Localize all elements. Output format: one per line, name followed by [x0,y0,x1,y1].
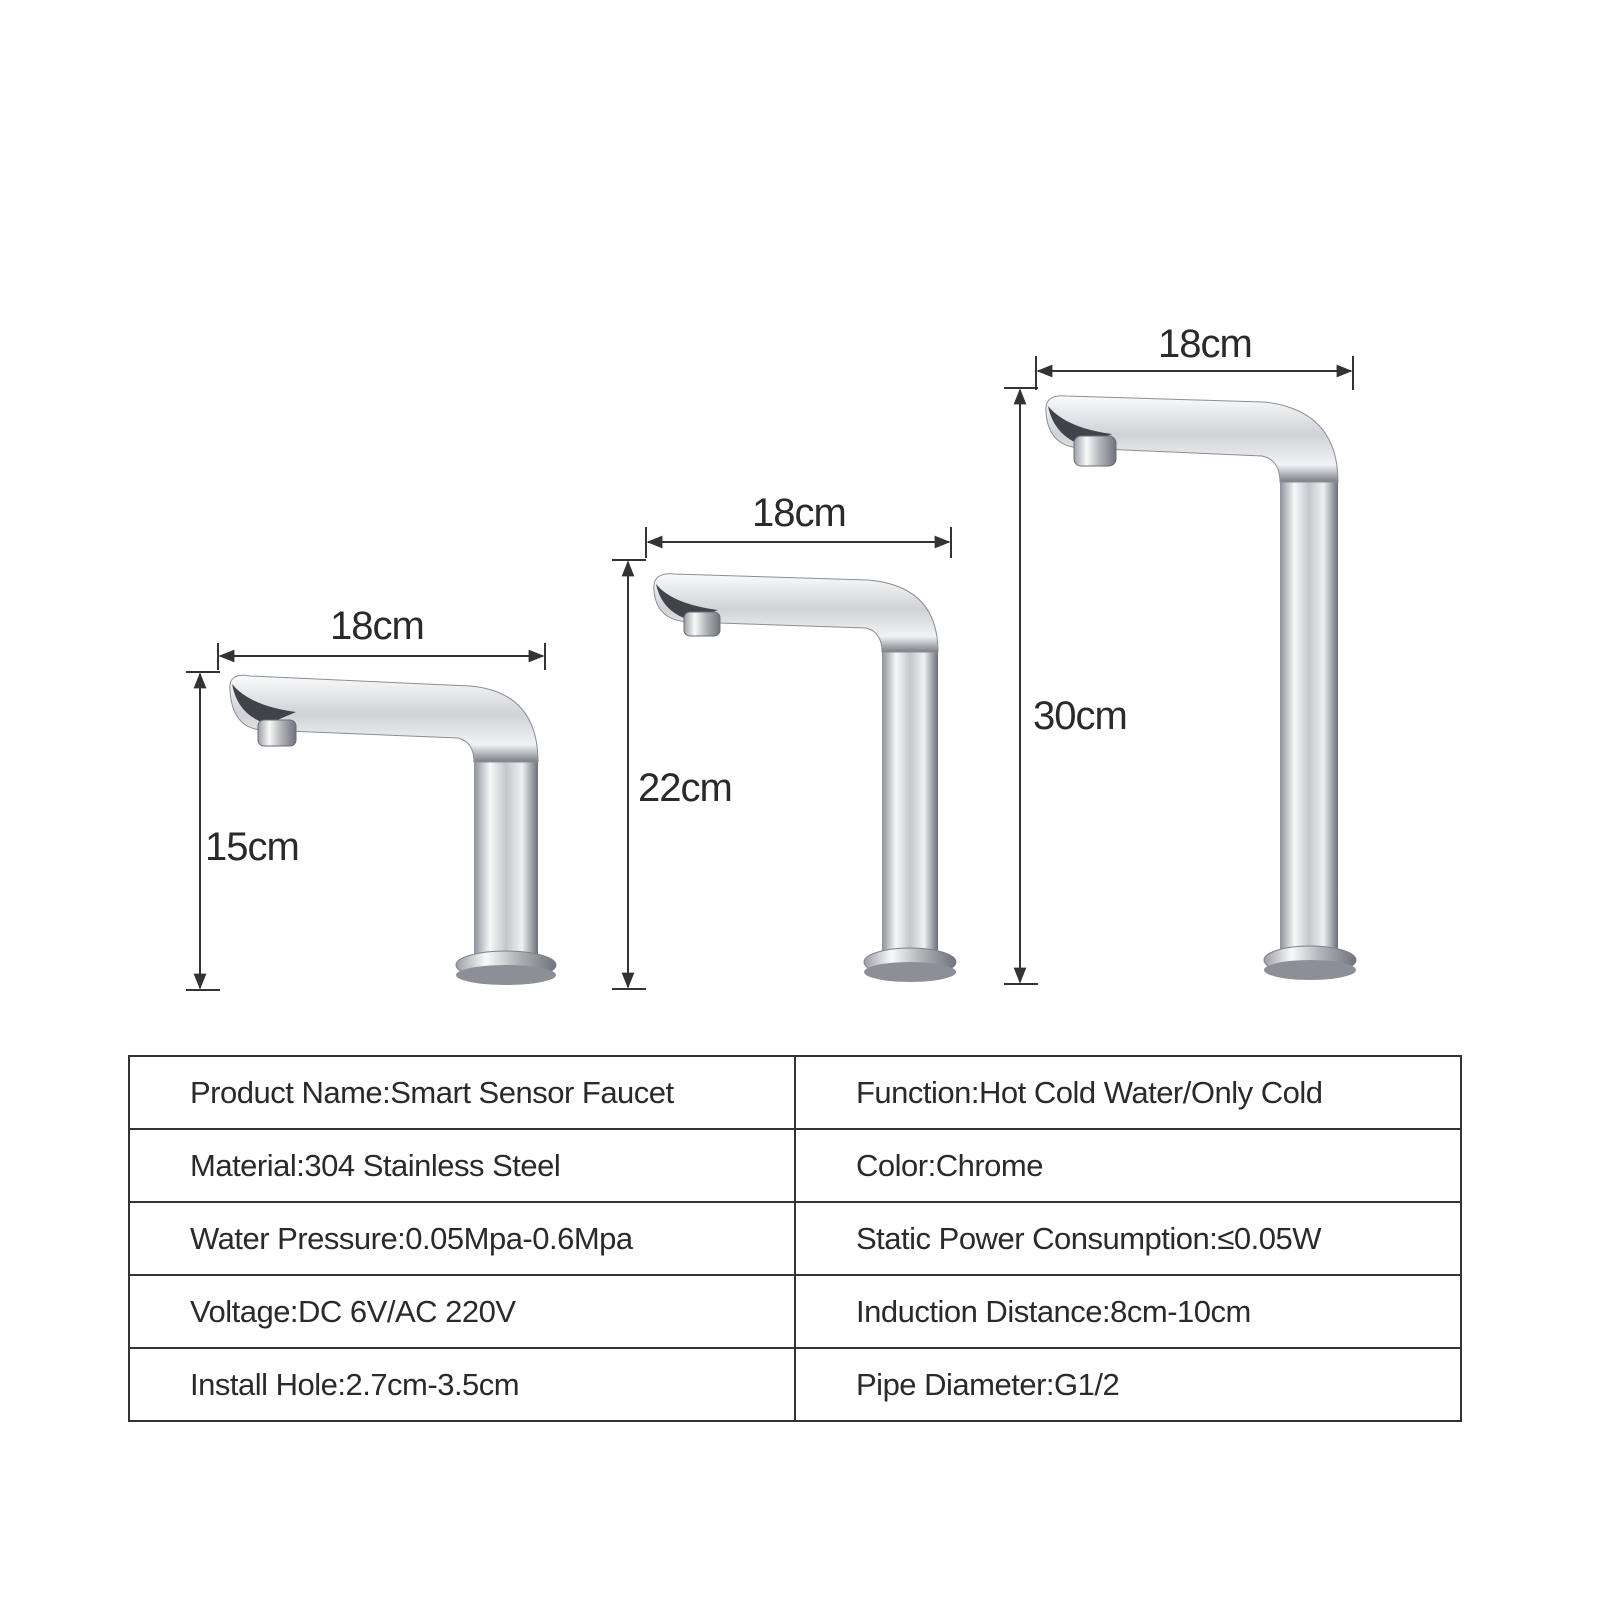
spec-induction-distance: Induction Distance:8cm-10cm [794,1274,1462,1349]
height-label-medium: 22cm [638,766,733,810]
table-row: Material:304 Stainless Steel Color:Chrom… [128,1128,1462,1203]
spec-product-name: Product Name:Smart Sensor Faucet [128,1055,796,1130]
dimension-lines-tall [1004,356,1354,985]
faucet-short [229,674,557,985]
dimension-lines-medium [612,527,952,990]
spec-function: Function:Hot Cold Water/Only Cold [794,1055,1462,1130]
table-row: Product Name:Smart Sensor Faucet Functio… [128,1055,1462,1130]
faucet-tall [1045,395,1357,980]
height-label-short: 15cm [205,825,300,869]
spec-pipe-diameter: Pipe Diameter:G1/2 [794,1347,1462,1422]
dimension-lines-short [186,643,546,991]
spec-voltage: Voltage:DC 6V/AC 220V [128,1274,796,1349]
spec-color: Color:Chrome [794,1128,1462,1203]
width-label-short: 18cm [330,604,425,648]
width-label-medium: 18cm [752,491,847,535]
faucet-medium [653,573,957,982]
table-row: Voltage:DC 6V/AC 220V Induction Distance… [128,1274,1462,1349]
table-row: Water Pressure:0.05Mpa-0.6Mpa Static Pow… [128,1201,1462,1276]
table-row: Install Hole:2.7cm-3.5cm Pipe Diameter:G… [128,1347,1462,1422]
spec-water-pressure: Water Pressure:0.05Mpa-0.6Mpa [128,1201,796,1276]
product-dimensions-figure: 18cm 15cm 18cm 22cm 18cm 30cm [186,322,1357,991]
spec-static-power: Static Power Consumption:≤0.05W [794,1201,1462,1276]
faucet-illustration [186,356,1357,991]
spec-table: Product Name:Smart Sensor Faucet Functio… [128,1055,1462,1422]
spec-material: Material:304 Stainless Steel [128,1128,796,1203]
spec-install-hole: Install Hole:2.7cm-3.5cm [128,1347,796,1422]
height-label-tall: 30cm [1033,694,1128,738]
width-label-tall: 18cm [1158,322,1253,366]
